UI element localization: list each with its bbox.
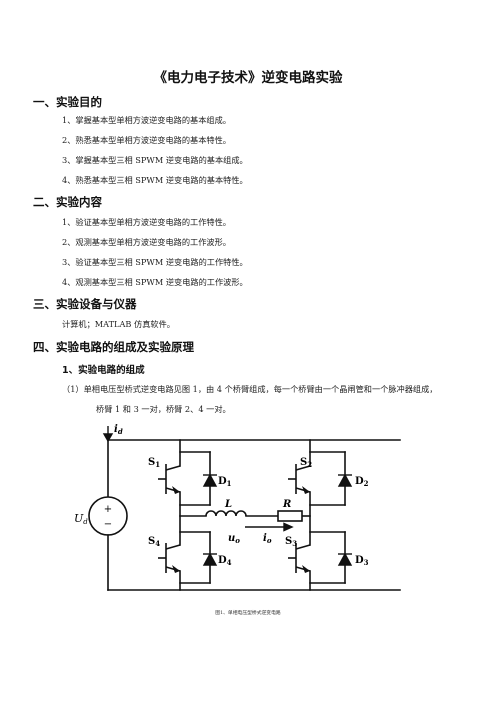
objective-item: 3、掌握基本型三相 SPWM 逆变电路的基本组成。: [62, 155, 248, 165]
label-inductor: L: [224, 499, 232, 510]
objective-item: 4、熟悉基本型三相 SPWM 逆变电路的基本特性。: [62, 175, 248, 185]
subsection-heading: 1、实验电路的组成: [62, 365, 145, 376]
source-minus: −: [104, 519, 112, 530]
objective-item: 2、熟悉基本型单相方波逆变电路的基本特性。: [62, 135, 231, 145]
content-item: 4、观测基本型三相 SPWM 逆变电路的工作波形。: [62, 277, 248, 287]
label-s3: S3: [285, 536, 297, 548]
section-heading-content: 二、实验内容: [33, 195, 102, 209]
label-s2: S2: [300, 457, 312, 469]
label-d4: D4: [218, 555, 232, 567]
label-s4: S4: [148, 536, 160, 548]
content-item: 1、验证基本型单相方波逆变电路的工作特性。: [62, 217, 231, 227]
section-heading-principle: 四、实验电路的组成及实验原理: [33, 340, 194, 354]
section-heading-equipment: 三、实验设备与仪器: [33, 297, 137, 311]
paragraph-line: （1）单相电压型桥式逆变电路见图 1，由 4 个桥臂组成，每一个桥臂由一个晶闸管…: [62, 384, 438, 394]
label-d1: D1: [218, 476, 232, 488]
label-io: io: [263, 533, 272, 545]
content-item: 2、观测基本型单相方波逆变电路的工作波形。: [62, 237, 231, 247]
label-d3: D3: [355, 555, 369, 567]
section-heading-objectives: 一、实验目的: [33, 95, 102, 109]
label-s1: S1: [148, 457, 160, 469]
figure-caption: 图1、单相电压型桥式逆变电路: [215, 611, 281, 616]
content-item: 3、验证基本型三相 SPWM 逆变电路的工作特性。: [62, 257, 248, 267]
objective-item: 1、掌握基本型单相方波逆变电路的基本组成。: [62, 115, 231, 125]
label-id: id: [114, 424, 123, 436]
page-title: 《电力电子技术》逆变电路实验: [153, 70, 343, 86]
label-uo: uo: [228, 533, 240, 545]
equipment-text: 计算机；MATLAB 仿真软件。: [62, 319, 175, 329]
label-d2: D2: [355, 476, 369, 488]
label-ud: Ud: [74, 512, 88, 526]
label-resistor: R: [282, 499, 291, 510]
source-plus: +: [104, 504, 112, 515]
paragraph-line: 桥臂 1 和 3 一对，桥臂 2、4 一对。: [96, 404, 231, 414]
